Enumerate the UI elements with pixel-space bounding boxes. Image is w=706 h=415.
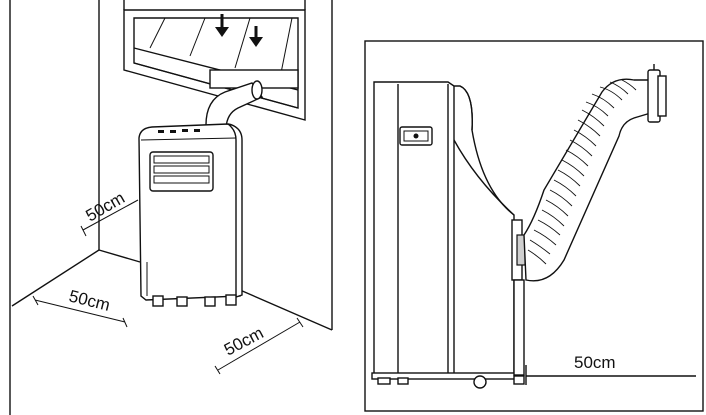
dimension-back: 50cm (80, 188, 139, 237)
down-arrow-icon (215, 14, 229, 37)
down-arrow-icon (249, 26, 263, 47)
carry-handle (399, 126, 433, 146)
right-side-view-drawing: 50cm (364, 40, 704, 412)
dim-label-right: 50cm (221, 323, 267, 359)
frame-border (364, 40, 704, 412)
dim-label-left: 50cm (67, 286, 112, 314)
dimension-right: 50cm (214, 317, 304, 375)
right-illustration: 50cm (364, 40, 706, 415)
caster-wheels (152, 294, 237, 307)
dim-label-clearance: 50cm (574, 353, 616, 372)
dim-label-back: 50cm (83, 188, 129, 225)
wheels (377, 375, 525, 389)
air-vent-grille (149, 151, 214, 192)
wall-floor-line (98, 249, 141, 263)
left-installation-drawing: 50cm 50cm 50cm (9, 0, 333, 415)
air-conditioner-unit (138, 123, 243, 307)
wall-floor-line-right (239, 289, 333, 331)
control-panel (158, 129, 200, 133)
dimension-left: 50cm (32, 286, 128, 328)
flexible-exhaust-hose (523, 69, 667, 282)
air-conditioner-side-view (371, 81, 526, 389)
left-illustration: 50cm 50cm 50cm (0, 0, 340, 415)
floor-left-edge (11, 249, 100, 307)
dimension-clearance: 50cm (525, 353, 696, 385)
exhaust-hose (205, 80, 264, 131)
